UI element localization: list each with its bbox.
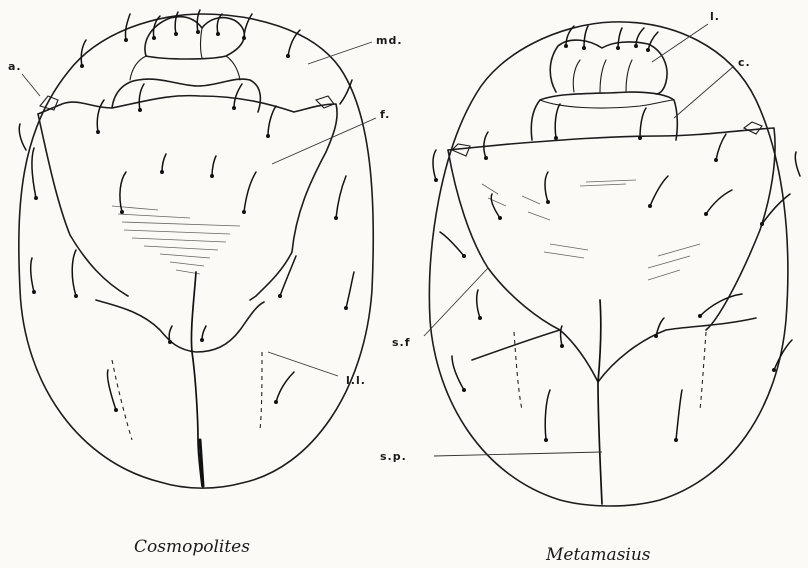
metamasius-head [429,22,800,506]
leader-l [652,24,708,62]
cosmopolites-frons [38,96,337,300]
metamasius-median-suture [598,300,602,504]
metamasius-setae [433,26,800,442]
leader-sf [424,268,488,336]
cosmopolites-head [19,10,373,488]
metamasius-frons-hatching [482,180,700,280]
cosmopolites-frons-left-edge [38,114,128,296]
leader-a [22,74,40,96]
leader-c [674,66,734,118]
label-sf: s.f [392,336,411,349]
label-c: c. [738,56,751,69]
label-l: l. [710,10,720,23]
leader-lines [22,24,734,456]
cosmopolites-frons-hatching [112,206,240,274]
cosmopolites-lateral-line-right [260,352,262,430]
leader-ll [268,352,338,376]
metamasius-frons [448,128,775,330]
label-sp: s.p. [380,450,407,463]
leader-sp [434,452,602,456]
cosmopolites-mandibles [145,17,244,59]
metamasius-labrum [550,40,667,94]
metamasius-capsule-outline [429,22,787,506]
metamasius-frons-left-edge [448,150,560,330]
metamasius-lateral-line-right [700,332,706,410]
metamasius-lateral-plate [472,318,756,382]
cosmopolites-lateral-lobe [96,300,264,352]
cosmopolites-capsule-outline [19,14,373,488]
label-f: f. [380,108,390,121]
label-a: a. [8,60,22,73]
metamasius-clypeus [531,92,677,140]
label-md: md. [376,34,403,47]
caption-cosmopolites: Cosmopolites [134,537,250,557]
cosmopolites-lateral-line-left [112,360,132,440]
label-ll: l.l. [346,374,366,387]
caption-metamasius: Metamasius [545,545,651,565]
